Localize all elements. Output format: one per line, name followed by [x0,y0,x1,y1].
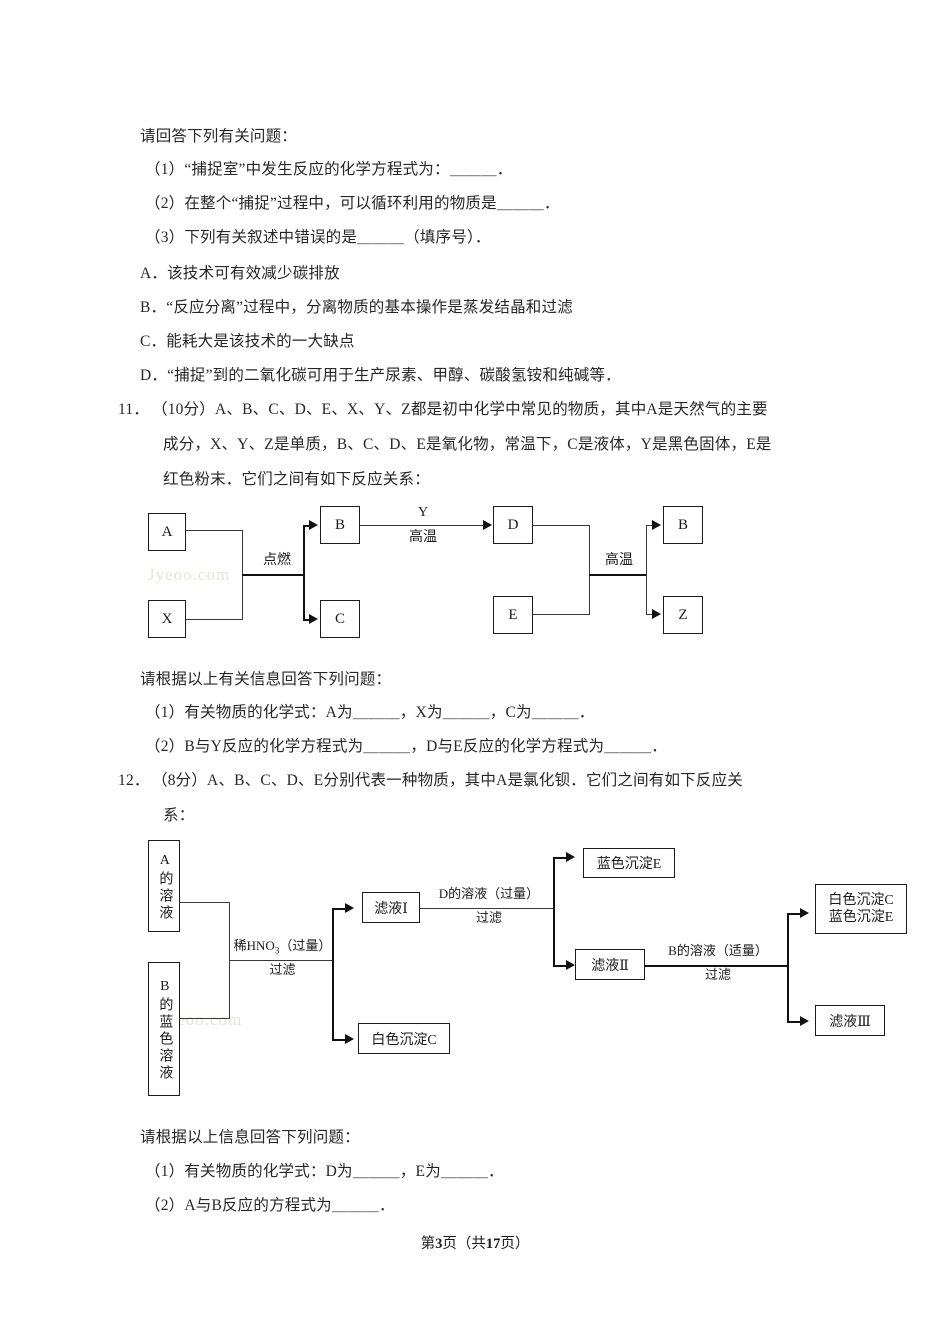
diagram1-label-high-temp-2: 高温 [605,553,633,568]
step1-reagent: 稀HNO [233,938,275,953]
diagram1-edge-x-out [186,619,243,621]
diagram2-label-step2-bottom: 过滤 [475,910,502,925]
diagram1-node-B1: B [320,506,360,544]
diagram2-arrow-to-precip-c [345,1034,354,1044]
diagram2-node-a-solution: A的溶液 [148,840,180,932]
diagram1-arrow-to-b2 [652,520,661,530]
step1-amount: （过量） [279,938,332,953]
diagram2-edge-to-filtrate3 [787,1021,803,1023]
diagram1-label-high-temp-1: 高温 [409,530,437,545]
diagram2-step1-bar [229,960,333,962]
diagram1-edge-a-out [186,530,243,532]
diagram1-node-B2: B [663,506,703,544]
diagram2-step2-bar [420,908,554,910]
diagram1-arrow-to-z [652,609,661,619]
question11-line3: 红色粉末．它们之间有如下反应关系： [163,471,430,488]
diagram2-split1-vert [332,908,334,1040]
question12-number: 12． [118,772,150,789]
diagram2-node-mixed-precip: 白色沉淀C 蓝色沉淀E [815,884,907,934]
option-c: C．能耗大是该技术的一大缺点 [140,333,355,350]
diagram1-edge-to-b2 [646,525,655,527]
question12-line1: （8分）A、B、C、D、E分别代表一种物质，其中A是氯化钡．它们之间有如下反应关 [152,772,743,789]
diagram2-label-step1-bottom: 过滤 [269,962,296,977]
question12-prompt: 请根据以上信息回答下列问题： [140,1129,360,1146]
diagram2-arrow-to-mixed-precip [800,908,809,918]
diagram1-edge-to-c [303,619,312,621]
diagram1-split-vert [303,525,305,619]
footer-prefix: 第 [420,1236,436,1252]
diagram2-label-step1-top: 稀HNO3（过量） [200,938,365,959]
diagram2-node-b-blue-solution: B的蓝色溶液 [148,962,180,1096]
question11-line1: （10分）A、B、C、D、E、X、Y、Z都是初中化学中常见的物质，其中A是天然气… [152,401,768,418]
option-d: D．“捕捉”到的二氧化碳可用于生产尿素、甲醇、碳酸氢铵和纯碱等． [140,367,621,384]
diagram1-label-ignite: 点燃 [263,553,291,568]
diagram2-node-blue-precip-e: 蓝色沉淀E [583,848,675,878]
diagram1-node-D: D [493,506,533,544]
diagram1-ignite-bar [242,574,304,576]
diagram2-edge-to-mixed-precip [787,913,803,915]
question10-sub1: （1）“捕捉室”中发生反应的化学方程式为：＿＿＿． [145,161,513,178]
diagram2-label-step2-top: D的溶液（过量） [438,886,540,901]
diagram2-arrow-to-blue-precip-e [566,852,575,862]
diagram1-node-E: E [493,596,533,634]
diagram1-arrow-to-b [309,520,318,530]
question10-sub2: （2）在整个“捕捉”过程中，可以循环利用的物质是＿＿＿． [145,195,560,212]
watermark-text-2: Jyeoo.com [160,1010,243,1029]
diagram1-edge-e-out [533,614,590,616]
diagram2-edge-b-out [180,1018,230,1020]
diagram1-hightemp-bar [589,574,647,576]
diagram1-edge-to-z [646,614,655,616]
option-b: B．“反应分离”过程中，分离物质的基本操作是蒸发结晶和过滤 [140,299,573,316]
diagram2-split3-vert [787,913,789,1023]
diagram2-edge-to-filtrate2 [553,965,569,967]
diagram1-node-Z: Z [663,596,703,634]
diagram2-label-step3-bottom: 过滤 [704,967,731,982]
diagram1-edge-to-b [303,525,312,527]
page-footer: 第3页（共17页） [0,1232,950,1253]
diagram1-node-X: X [148,600,186,638]
diagram2-edge-a-out [180,902,230,904]
diagram1-edge-d-down [589,525,591,615]
question11-line2: 成分，X、Y、Z是单质，B、C、D、E是氧化物，常温下，C是液体，Y是黑色固体，… [163,436,772,453]
diagram1-label-y: Y [417,505,429,520]
diagram2-node-white-precip-c: 白色沉淀C [358,1023,450,1054]
diagram2-arrow-to-filtrate3 [800,1016,809,1026]
diagram2-label-step3-top: B的溶液（适量） [668,943,768,958]
diagram1-node-C: C [320,600,360,638]
question11-number: 11． [118,401,150,418]
diagram2-edge-to-precip-c [332,1039,348,1041]
step1-subscript: 3 [274,945,280,956]
footer-page-number: 3 [435,1236,443,1252]
diagram1-node-A: A [148,513,186,551]
footer-suffix: 页） [500,1236,530,1252]
option-a: A．该技术可有效减少碳排放 [140,265,340,282]
diagram1-edge-b-to-d [360,525,485,527]
diagram1-edge-d-out [533,525,590,527]
diagram2-arrow-to-filtrate2 [566,960,575,970]
diagram1-arrow-to-d [483,520,492,530]
diagram2-node-filtrate1: 滤液Ⅰ [362,892,420,923]
diagram2-split2-vert [553,857,555,967]
watermark-text: Jyeoo.com [148,565,231,584]
answer-prompt-line: 请回答下列有关问题： [140,128,298,145]
diagram2-node-filtrate3: 滤液Ⅲ [815,1005,885,1036]
diagram2-step3-bar [645,965,788,967]
diagram2-edge-to-filtrate1 [332,908,348,910]
diagram1-arrow-to-c [309,614,318,624]
question11-sub1: （1）有关物质的化学式：A为＿＿＿，X为＿＿＿，C为＿＿＿． [145,704,595,721]
question10-sub3: （3）下列有关叙述中错误的是＿＿＿（填序号）． [145,229,491,246]
question11-sub2: （2）B与Y反应的化学方程式为＿＿＿，D与E反应的化学方程式为＿＿＿． [145,738,667,755]
diagram2-edge-to-blue-precip-e [553,857,569,859]
mixed-precip-line2: 蓝色沉淀E [828,910,894,925]
question12-line2: 系： [163,807,195,824]
mixed-precip-line1: 白色沉淀C [828,892,894,908]
diagram2-arrow-to-filtrate1 [345,903,354,913]
diagram2-node-filtrate2: 滤液Ⅱ [575,949,645,980]
diagram1-split-vert-2 [646,525,648,615]
question12-sub2: （2）A与B反应的方程式为＿＿＿． [145,1197,395,1214]
question11-prompt: 请根据以上有关信息回答下列问题： [140,671,392,688]
footer-total-pages: 17 [485,1236,501,1252]
footer-mid: 页（共 [442,1236,486,1252]
question12-sub1: （1）有关物质的化学式：D为＿＿＿，E为＿＿＿． [145,1163,504,1180]
